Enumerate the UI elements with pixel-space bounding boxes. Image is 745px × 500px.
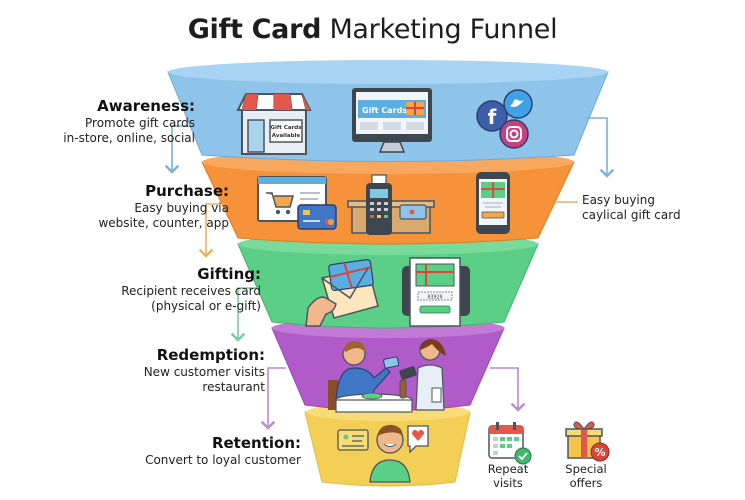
stage-title: Retention: bbox=[211, 434, 301, 452]
monitor-gift-cards-icon: Gift Cards bbox=[352, 88, 432, 153]
arrow-gifting-to-redemption bbox=[230, 287, 258, 342]
repeat-visits-label: Repeat visits bbox=[487, 462, 529, 490]
side-note-line: Easy buying bbox=[582, 193, 655, 207]
calendar-check-icon bbox=[488, 422, 532, 465]
special-offers-label: Special offers bbox=[565, 462, 607, 490]
svg-text:Gift Cards: Gift Cards bbox=[270, 125, 302, 131]
stage-desc-line: New customer visits bbox=[143, 365, 265, 379]
stage-desc-line: Convert to loyal customer bbox=[145, 453, 301, 467]
envelope-gift-card-icon bbox=[305, 258, 379, 327]
stage-label-awareness: Awareness: Promote gift cards in-store, … bbox=[63, 97, 195, 146]
stage-label-redemption: Redemption: New customer visits restaura… bbox=[144, 346, 265, 395]
svg-text:f: f bbox=[488, 105, 497, 129]
svg-text:Gift Cards: Gift Cards bbox=[362, 106, 407, 115]
stage-title: Awareness: bbox=[97, 97, 195, 115]
arrow-redemption-right bbox=[490, 367, 526, 412]
mobile-app-icon bbox=[476, 172, 510, 234]
restaurant-scene-icon bbox=[328, 339, 446, 413]
arrow-redemption-to-retention bbox=[260, 367, 286, 430]
funnel-stage-gifting bbox=[237, 233, 539, 329]
title-bold: Gift Card bbox=[187, 14, 322, 45]
stage-title: Purchase: bbox=[145, 182, 229, 200]
arrow-awareness-to-purchase bbox=[164, 125, 193, 174]
arrow-purchase-to-gifting bbox=[198, 203, 226, 258]
stage-label-retention: Retention: Convert to loyal customer bbox=[145, 434, 301, 468]
stage-desc-line: Easy buying via bbox=[134, 201, 229, 215]
loyal-customer-icon bbox=[337, 424, 429, 483]
pos-terminal-icon bbox=[347, 174, 435, 235]
svg-text:03920: 03920 bbox=[427, 295, 442, 301]
stage-desc-line: Recipient receives card bbox=[121, 284, 261, 298]
stage-title: Gifting: bbox=[197, 265, 261, 283]
stage-label-gifting: Gifting: Recipient receives card (physic… bbox=[121, 265, 261, 314]
stage-label-purchase: Purchase: Easy buying via website, count… bbox=[98, 182, 229, 231]
title-light: Marketing Funnel bbox=[329, 14, 558, 45]
stage-desc-line: restaurant bbox=[202, 380, 265, 394]
stage-desc-line: in-store, online, social bbox=[63, 131, 195, 145]
storefront-icon: Gift Cards Available bbox=[236, 93, 312, 155]
side-note-line: caylical gift card bbox=[582, 208, 681, 222]
arrow-awareness-right bbox=[585, 117, 615, 178]
tablet-e-gift-icon: 03920 bbox=[402, 257, 470, 327]
gift-discount-icon: % bbox=[565, 421, 610, 462]
stage-desc-line: (physical or e-gift) bbox=[151, 299, 261, 313]
purchase-side-note: Easy buying caylical gift card bbox=[582, 193, 681, 223]
svg-text:Available: Available bbox=[272, 133, 301, 139]
web-cart-icon bbox=[257, 176, 337, 230]
stage-desc-line: website, counter, app bbox=[98, 216, 229, 230]
stage-desc-line: Promote gift cards bbox=[85, 116, 195, 130]
social-media-icon: f bbox=[476, 89, 533, 149]
svg-text:%: % bbox=[594, 446, 605, 459]
stage-title: Redemption: bbox=[156, 346, 265, 364]
page-title: Gift Card Marketing Funnel bbox=[0, 14, 745, 45]
